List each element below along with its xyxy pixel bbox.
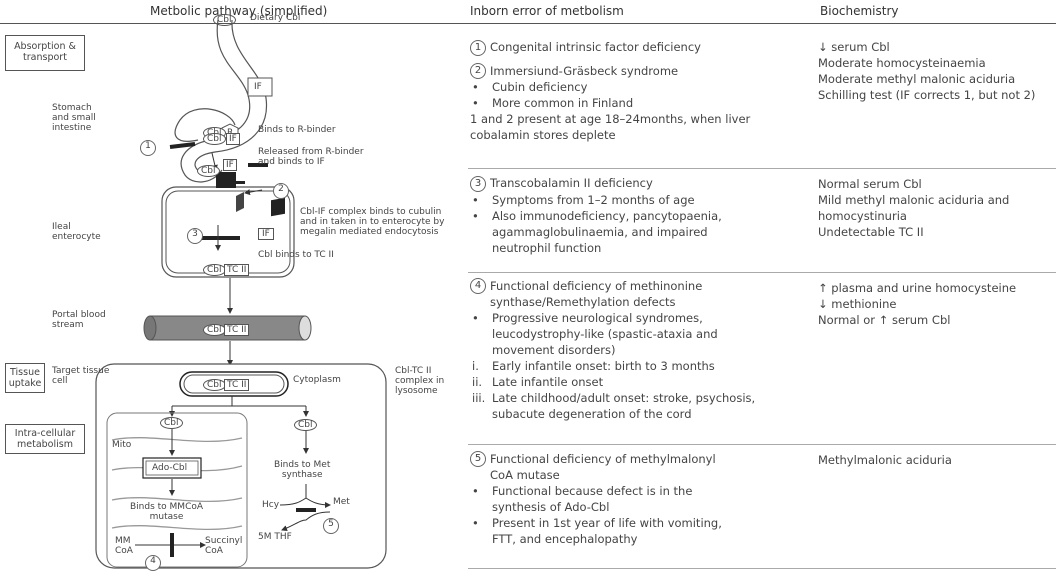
section-intracellular: Intra-cellular metabolism: [5, 424, 85, 454]
cbl-cubulin: Cbl: [197, 165, 220, 177]
mitochondrion: [106, 412, 248, 568]
marker-3: 3: [187, 228, 203, 244]
roman-item: iii.Late childhood/adult onset: stroke, …: [472, 391, 756, 421]
row-separator: [468, 444, 1056, 445]
ado-cbl-box: [142, 457, 202, 479]
label-tc2: Cbl binds to TC II: [258, 250, 334, 260]
biochem-line: Moderate homocysteinaemia: [818, 56, 986, 70]
biochem-line: Schilling test (IF corrects 1, but not 2…: [818, 88, 1036, 102]
label-released: Released from R-binder and binds to IF: [258, 147, 364, 167]
row-1-bullet: •Cubin deficiency: [472, 80, 588, 94]
cbl-if-released: Cbl: [203, 133, 226, 145]
cubulin-block: [216, 172, 236, 188]
region-ileal: Ileal enterocyte: [52, 222, 101, 242]
row-2-biochem: Normal serum Cbl Mild methyl malonic aci…: [818, 176, 1009, 240]
label-cytoplasm: Cytoplasm: [293, 375, 341, 385]
tc2-portal: TC II: [224, 324, 250, 336]
label-binds-r: Binds to R-binder: [258, 125, 336, 135]
biochem-line: Normal or ↑ serum Cbl: [818, 313, 951, 327]
label-mmcoa-bind: Binds to MMCoA mutase: [130, 502, 204, 522]
biochem-line: Methylmalonic aciduria: [818, 453, 952, 467]
header-rule: [0, 23, 1056, 24]
marker-1: 1: [140, 140, 156, 156]
section-absorption: Absorption & transport: [5, 35, 85, 71]
cbl-lysosome: Cbl: [203, 379, 226, 391]
roman-item: i.Early infantile onset: birth to 3 mont…: [472, 359, 715, 373]
biochem-line: Normal serum Cbl: [818, 177, 922, 191]
label-met: Met: [333, 497, 350, 507]
biochem-line: ↑ plasma and urine homocysteine: [818, 281, 1017, 295]
row-4-biochem: Methylmalonic aciduria: [818, 452, 952, 468]
label-met-bind: Binds to Met synthase: [274, 460, 331, 480]
if-label-3: IF: [223, 159, 237, 171]
biochem-line: Mild methyl malonic aciduria and: [818, 193, 1010, 207]
cbl-portal: Cbl: [203, 324, 226, 336]
biochem-line: ↓ serum Cbl: [818, 40, 890, 54]
if-box-1: [247, 77, 273, 97]
region-stomach: Stomach and small intestine: [52, 103, 96, 133]
row-1-note: 1 and 2 present at age 18–24months, when…: [470, 112, 751, 142]
row-4-bullet: •Present in 1st year of life with vomiti…: [472, 516, 722, 546]
label-dietary: Dietary Cbl: [250, 13, 301, 23]
if-label-2: IF: [226, 133, 240, 145]
row-2-bullet: •Also immunodeficiency, pancytopaenia, a…: [472, 208, 722, 255]
if-label-4: IF: [258, 228, 274, 240]
header-error: Inborn error of metbolism: [470, 4, 624, 18]
row-1-bullet: •More common in Finland: [472, 96, 634, 110]
marker-4: 4: [145, 555, 161, 571]
biochem-line: homocystinuria: [818, 209, 907, 223]
row-1-biochem: ↓ serum Cbl Moderate homocysteinaemia Mo…: [818, 39, 1035, 103]
row-separator: [468, 568, 1056, 569]
cbl-dietary: Cbl: [213, 14, 236, 26]
biochem-line: Moderate methyl malonic aciduria: [818, 72, 1016, 86]
row-2-bullet: •Symptoms from 1–2 months of age: [472, 192, 695, 207]
marker-2: 2: [273, 183, 289, 199]
label-mmcoa: MM CoA: [115, 536, 133, 556]
section-uptake: Tissue uptake: [5, 363, 45, 393]
header-biochem: Biochemistry: [820, 4, 899, 18]
row-separator: [468, 168, 1056, 169]
biochem-line: ↓ methionine: [818, 297, 897, 311]
stomach-tube: [180, 19, 251, 183]
pathway-diagram: [95, 19, 387, 569]
region-target: Target tissue cell: [52, 366, 110, 386]
row-separator: [468, 272, 1056, 273]
if-label-1: IF: [254, 82, 262, 92]
row-3-bullet: •Progressive neurological syndromes, leu…: [472, 311, 718, 357]
label-lysosome: Cbl-TC II complex in lysosome: [395, 366, 445, 396]
roman-item: ii.Late infantile onset: [472, 375, 604, 389]
biochem-line: Undetectable TC II: [818, 225, 924, 239]
cbl-mito: Cbl: [160, 417, 183, 429]
label-thf: 5M THF: [258, 532, 292, 542]
header-pathway: Metbolic pathway (simplified): [150, 4, 328, 18]
cbl-cyto: Cbl: [294, 419, 317, 431]
region-portal: Portal blood stream: [52, 310, 106, 330]
tc2-lysosome: TC II: [224, 379, 250, 391]
cbl-tc2-enterocyte: Cbl: [203, 264, 226, 276]
label-succinyl: Succinyl CoA: [205, 536, 243, 556]
marker-5: 5: [323, 518, 339, 534]
label-mito: Mito: [112, 440, 132, 450]
row-3-biochem: ↑ plasma and urine homocysteine ↓ methio…: [818, 280, 1016, 328]
row-4-bullet: •Functional because defect is in the syn…: [472, 484, 693, 514]
tc2-enterocyte: TC II: [224, 264, 250, 276]
label-hcy: Hcy: [262, 500, 280, 510]
label-cubulin: Cbl-IF complex binds to cubulin and in t…: [300, 207, 445, 237]
block-bar-1: [169, 142, 196, 149]
ado-cbl-label: Ado-Cbl: [152, 463, 188, 473]
